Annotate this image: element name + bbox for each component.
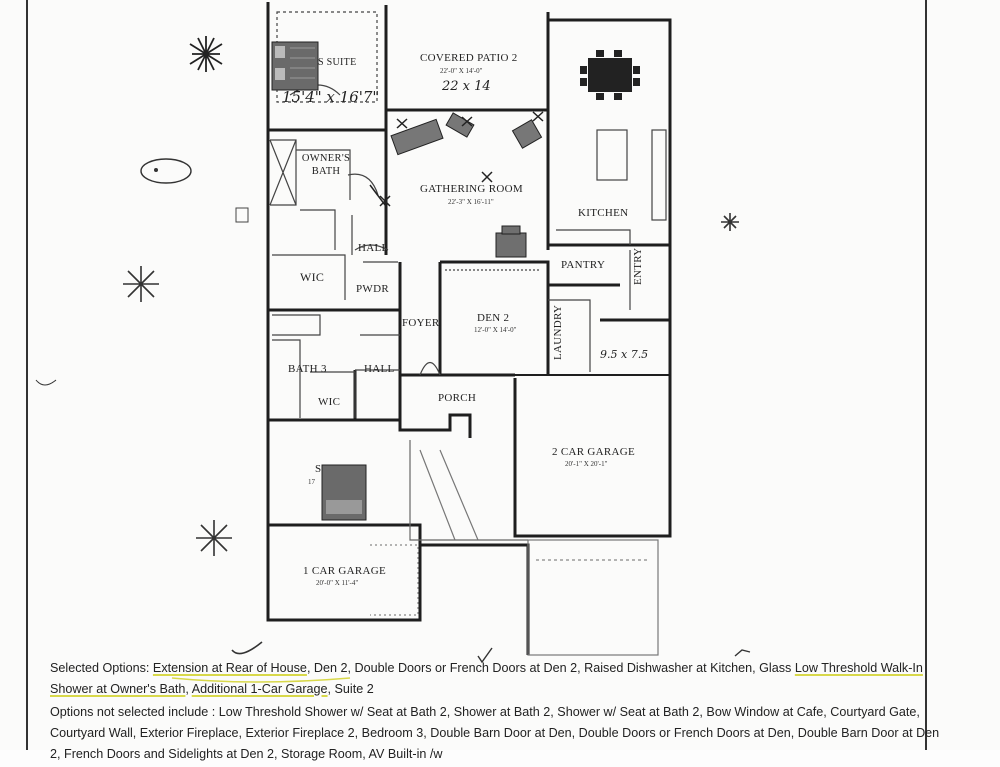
handwritten-patio-dimension: 22 x 14 bbox=[442, 79, 491, 94]
room-label-laundry: LAUNDRY bbox=[552, 304, 564, 360]
checkmark-icon bbox=[734, 649, 751, 657]
room-label-1-car-garage: 1 CAR GARAGE bbox=[303, 565, 387, 577]
room-label-pantry: PANTRY bbox=[561, 259, 606, 271]
room-label-bedroom-partial: S bbox=[315, 463, 322, 475]
pine-icon bbox=[189, 36, 223, 72]
room-label-gathering-room: GATHERING ROOM bbox=[420, 183, 523, 195]
options-notes: Selected Options: Extension at Rear of H… bbox=[50, 658, 950, 767]
room-label-wic-lower: WIC bbox=[318, 396, 341, 408]
room-dim-gathering-room: 22'-3" X 16'-11" bbox=[448, 198, 494, 206]
room-label-entry: ENTRY bbox=[632, 247, 644, 285]
handwritten-suite-dimension: 15'4" x 16'7" bbox=[282, 88, 380, 106]
selected-options-label: Selected Options: bbox=[50, 661, 153, 675]
bed-icon bbox=[321, 464, 367, 521]
selected-option-garage: Additional 1-Car Garage bbox=[191, 682, 328, 696]
floor-plan-drawing bbox=[35, 2, 751, 683]
room-dim-1-car-garage: 20'-0" X 11'-4" bbox=[316, 579, 359, 587]
handwritten-garage-note: 9.5 x 7.5 bbox=[600, 348, 649, 361]
selected-options: Selected Options: Extension at Rear of H… bbox=[50, 658, 950, 700]
checkmark-icon bbox=[477, 647, 493, 664]
room-label-foyer: FOYER bbox=[402, 317, 440, 329]
meter-icon bbox=[235, 207, 249, 223]
room-dim-2-car-garage: 20'-1" X 20'-1" bbox=[565, 460, 608, 468]
room-label-covered-patio: COVERED PATIO 2 bbox=[420, 52, 518, 64]
selected-options-sep: , bbox=[185, 682, 192, 696]
dining-table-icon bbox=[580, 50, 640, 100]
room-label-hall-upper: HALL bbox=[358, 242, 389, 254]
checkmark-icon bbox=[231, 641, 263, 655]
right-border bbox=[925, 0, 927, 750]
stepping-stone-icon bbox=[140, 158, 192, 184]
room-label-2-car-garage: 2 CAR GARAGE bbox=[552, 446, 636, 458]
selected-option-extension: Extension at Rear of House bbox=[152, 661, 307, 675]
selected-option-shower: Low Threshold Walk-In Shower at Owner's … bbox=[50, 661, 923, 696]
room-label-porch: PORCH bbox=[438, 392, 477, 404]
snowflake-icon bbox=[123, 213, 739, 556]
outer-wall-east bbox=[513, 12, 672, 538]
room-label-suite: S SUITE bbox=[318, 57, 357, 68]
room-label-kitchen: KITCHEN bbox=[578, 207, 629, 219]
room-label-wic-upper: WIC bbox=[300, 270, 325, 284]
armchair-icon bbox=[495, 225, 527, 258]
left-border bbox=[26, 0, 28, 750]
room-dim-bedroom-partial: 17 bbox=[308, 478, 315, 486]
garage1-walls bbox=[266, 525, 422, 622]
floor-plan-page: S SUITE COVERED PATIO 2 22'-0" X 14'-0" … bbox=[26, 0, 940, 761]
room-label-owners-bath: OWNER'S BATH bbox=[301, 153, 351, 177]
room-label-bath3: BATH 3 bbox=[288, 363, 327, 375]
bed-icon bbox=[271, 41, 319, 91]
not-selected-options: Options not selected include : Low Thres… bbox=[50, 705, 940, 761]
sofa-icon bbox=[390, 112, 543, 156]
selected-options-suite: , Suite 2 bbox=[327, 682, 374, 696]
selected-options-text: , Den 2, Double Doors or French Doors at… bbox=[306, 661, 795, 675]
room-label-hall-lower: HALL bbox=[364, 363, 395, 375]
room-label-pwdr: PWDR bbox=[356, 283, 389, 295]
room-dim-covered-patio: 22'-0" X 14'-0" bbox=[440, 67, 483, 75]
room-label-den: DEN 2 bbox=[477, 312, 510, 324]
room-dim-den: 12'-0" X 14'-0" bbox=[474, 326, 517, 334]
